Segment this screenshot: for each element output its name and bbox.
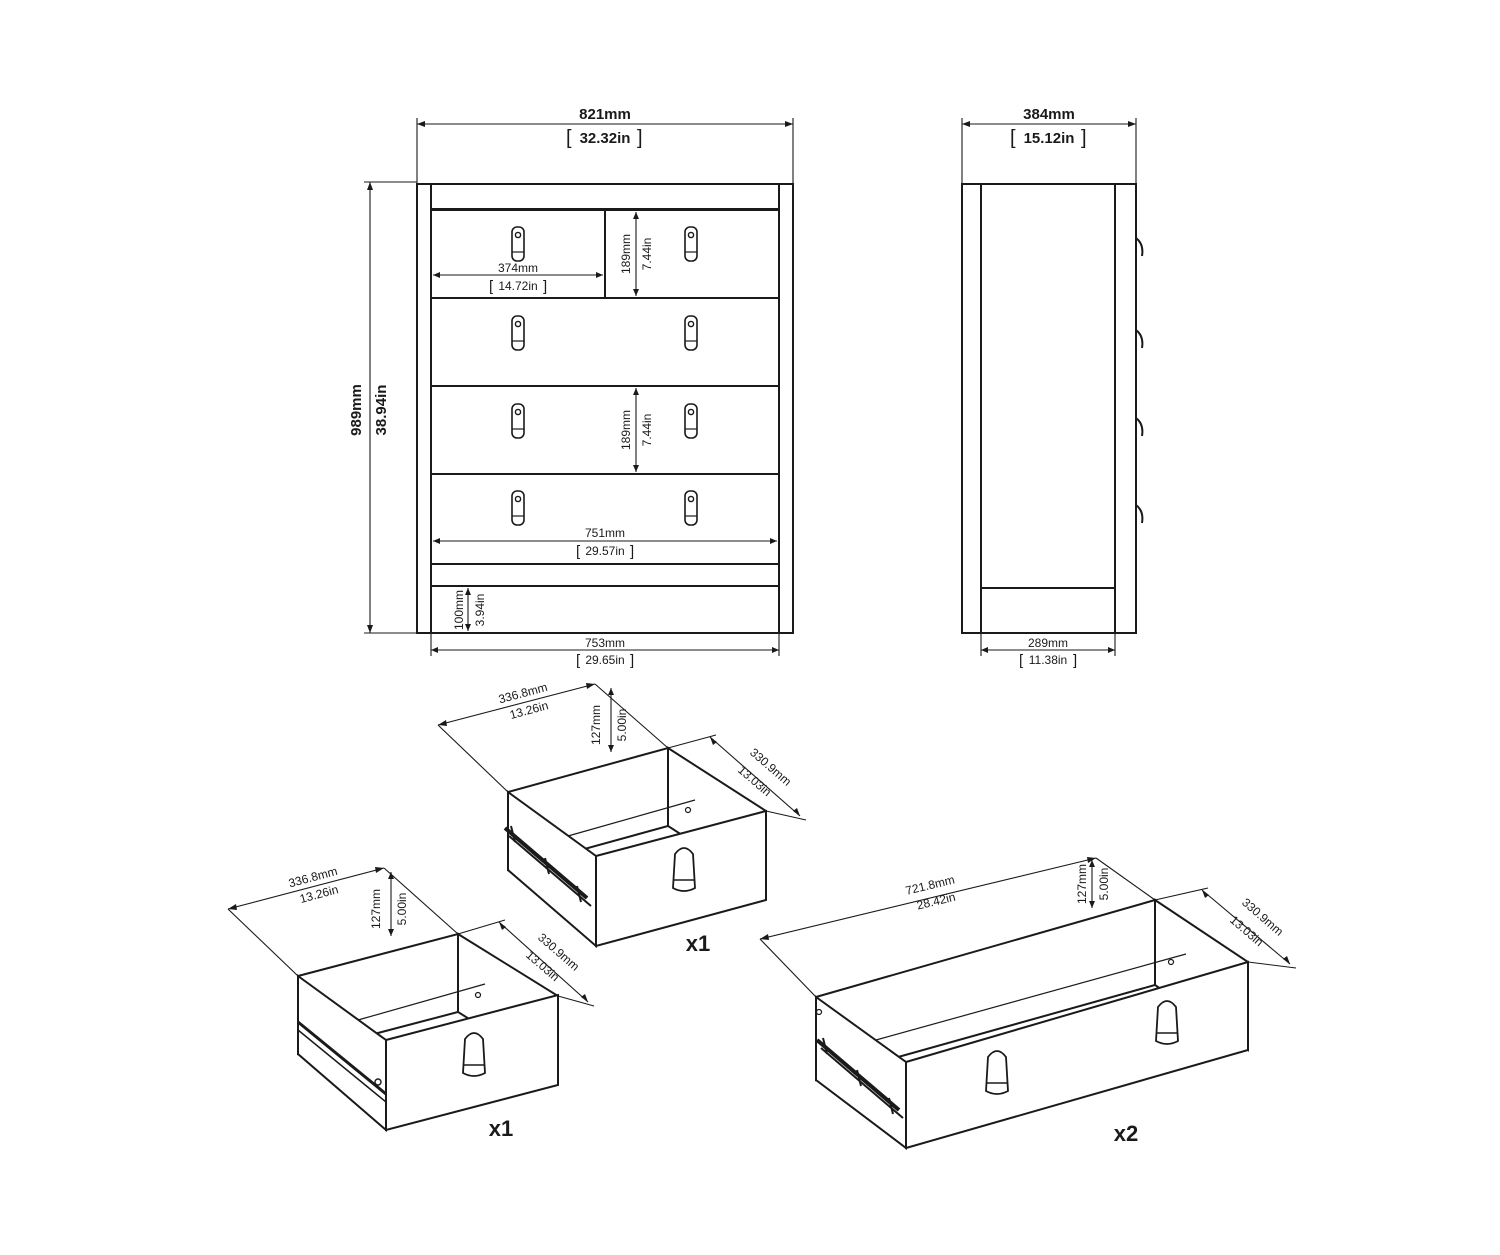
drawer-large-height-in: 5.00in	[1097, 868, 1111, 901]
top-drawer-height-mm: 189mm	[619, 234, 633, 274]
drawer-large: 721.8mm 28.42in 127mm 5.00in 330.9mm 13.…	[759, 857, 1297, 1151]
drawer-b-qty: x1	[489, 1116, 513, 1141]
svg-text:[: [	[489, 278, 494, 295]
svg-text:]: ]	[543, 278, 547, 295]
drawer-small-b: 336.8mm 13.26in 127mm 5.00in 330.9mm 13.…	[227, 864, 595, 1141]
drawer-large-qty: x2	[1114, 1121, 1138, 1146]
drawer-a-qty: x1	[686, 931, 710, 956]
plinth-height-mm: 100mm	[452, 590, 466, 630]
svg-text:]: ]	[1081, 127, 1087, 149]
top-drawer-width-mm: 374mm	[498, 261, 538, 275]
drawer-width-mm: 751mm	[585, 526, 625, 540]
inner-width-in: 29.65in	[585, 653, 624, 667]
svg-text:[: [	[576, 543, 581, 560]
svg-text:[: [	[576, 652, 581, 669]
svg-text:[: [	[1019, 652, 1024, 669]
side-depth-in: 15.12in	[1024, 130, 1075, 147]
drawer-height-mm: 189mm	[619, 410, 633, 450]
svg-text:]: ]	[630, 652, 634, 669]
front-height-mm: 989mm	[348, 384, 365, 436]
drawer-large-height-mm: 127mm	[1075, 864, 1089, 904]
side-inner-depth-in: 11.38in	[1029, 653, 1067, 667]
svg-text:]: ]	[637, 127, 643, 149]
front-width-in: 32.32in	[580, 130, 631, 147]
svg-text:]: ]	[630, 543, 634, 560]
svg-text:]: ]	[1073, 652, 1077, 669]
top-drawer-width-in: 14.72in	[498, 279, 537, 293]
drawer-height-in: 7.44in	[640, 414, 654, 447]
front-width-mm: 821mm	[579, 106, 631, 123]
plinth-height-in: 3.94in	[473, 594, 487, 627]
drawer-a-height-in: 5.00in	[615, 709, 629, 742]
drawer-b-height-in: 5.00in	[395, 893, 409, 926]
drawer-b-height-mm: 127mm	[369, 889, 383, 929]
front-height-in: 38.94in	[373, 385, 390, 436]
front-view: 821mm [ 32.32in ] 374mm [ 14.72in ] 189m…	[348, 106, 794, 669]
inner-width-mm: 753mm	[585, 636, 625, 650]
top-drawer-height-in: 7.44in	[640, 238, 654, 271]
svg-text:[: [	[1010, 127, 1016, 149]
drawer-small-a: 336.8mm 13.26in 127mm 5.00in 330.9mm 13.…	[437, 680, 807, 956]
side-view: 384mm [ 15.12in ] 289mm [ 11.38in ]	[961, 106, 1144, 669]
side-inner-depth-mm: 289mm	[1028, 636, 1068, 650]
drawer-a-height-mm: 127mm	[589, 705, 603, 745]
drawer-width-in: 29.57in	[585, 544, 624, 558]
side-depth-mm: 384mm	[1023, 106, 1075, 123]
svg-text:[: [	[566, 127, 572, 149]
